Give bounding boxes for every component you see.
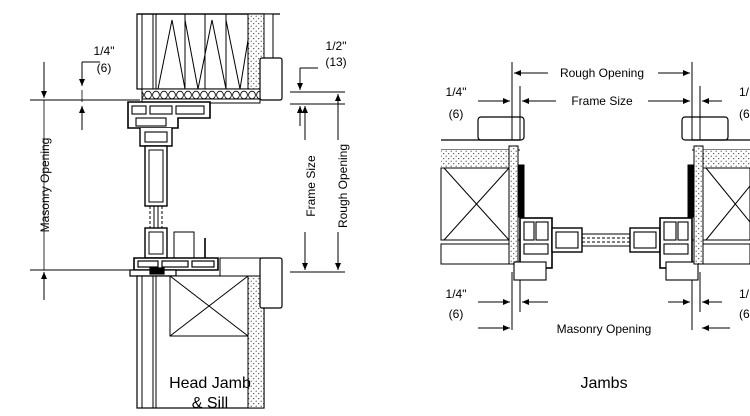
- jamb-bottom-right-in: 1/: [739, 287, 750, 301]
- right-jamb-frame: [629, 217, 699, 281]
- jamb-top-right-in: 1/: [739, 85, 750, 99]
- jamb-bottom-right-mm: (6: [739, 307, 750, 321]
- frame-size-label: Frame Size: [304, 155, 318, 217]
- sill-frame: [129, 257, 219, 277]
- dim-half-mm: (13): [325, 55, 346, 69]
- jamb-dimensions: [478, 62, 730, 331]
- jamb-bottom-left-in: 1/4": [446, 287, 467, 301]
- head-frame: [127, 101, 211, 147]
- head-sill-labels: 1/4" (6) 1/2" (13) Masonry Opening Frame…: [38, 39, 350, 412]
- jambs-caption: Jambs: [580, 375, 627, 392]
- left-jamb-wall: [440, 116, 525, 265]
- jamb-bottom-left-mm: (6): [449, 307, 464, 321]
- jamb-frame-size-label: Frame Size: [571, 94, 633, 108]
- jamb-rough-opening-label: Rough Opening: [560, 66, 644, 80]
- sash-glazing: [144, 145, 206, 260]
- right-jamb-wall: [681, 116, 750, 265]
- head-sill-dimensions: [30, 61, 345, 300]
- left-jamb-frame: [513, 217, 630, 281]
- head-sill-detail: [30, 13, 345, 409]
- jambs-detail: [440, 62, 750, 331]
- lower-wall: [136, 257, 283, 409]
- jamb-labels: Rough Opening Frame Size 1/4" (6) 1/ (6 …: [446, 66, 750, 392]
- dim-quarter-mm: (6): [97, 61, 112, 75]
- jamb-top-left-in: 1/4": [446, 85, 467, 99]
- dim-half-in: 1/2": [326, 39, 347, 53]
- jamb-masonry-opening-label: Masonry Opening: [557, 322, 652, 336]
- upper-wall: [136, 13, 283, 104]
- head-sill-caption-line1: Head Jamb: [169, 375, 251, 392]
- jamb-top-right-mm: (6: [739, 107, 750, 121]
- dim-quarter-in: 1/4": [94, 44, 115, 58]
- head-sill-caption-line2: & Sill: [192, 395, 228, 412]
- masonry-opening-label: Masonry Opening: [38, 138, 52, 233]
- rough-opening-label: Rough Opening: [336, 144, 350, 228]
- jamb-top-left-mm: (6): [449, 107, 464, 121]
